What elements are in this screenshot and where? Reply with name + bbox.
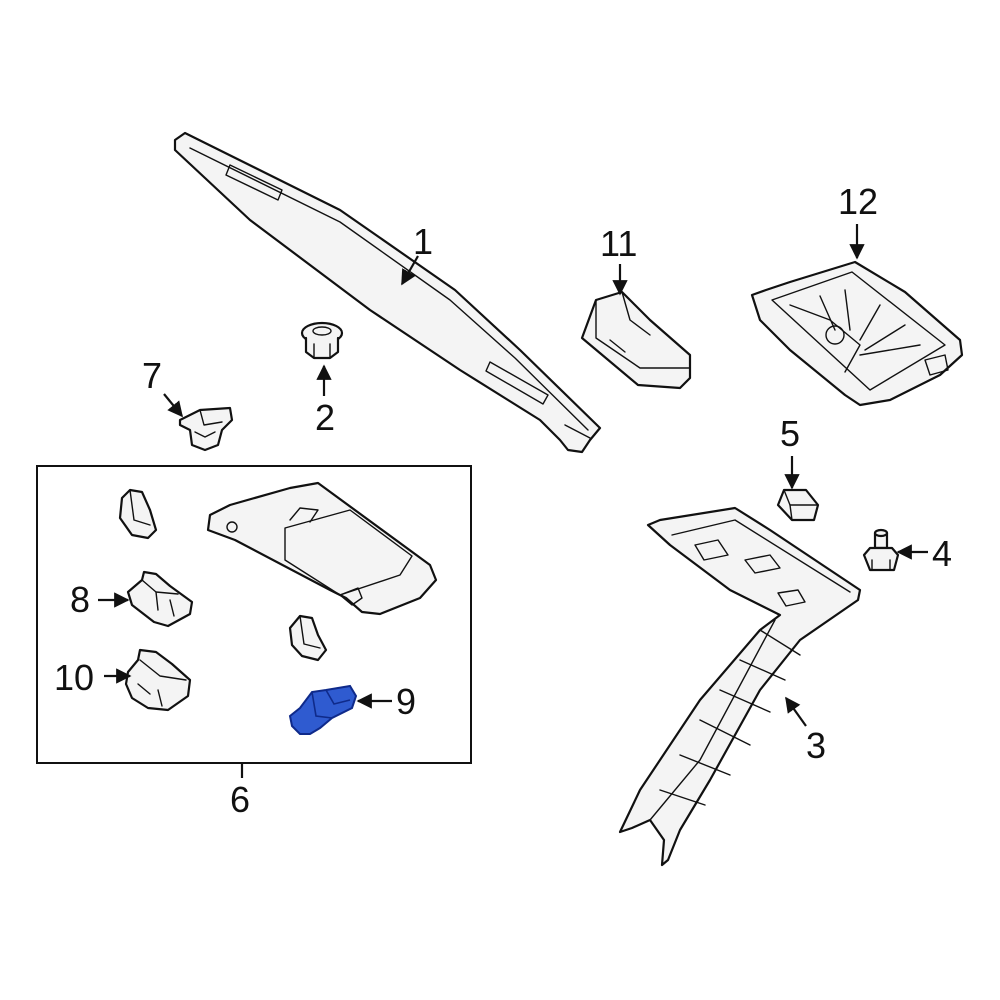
part-5-clip xyxy=(776,488,820,522)
callout-4: 4 xyxy=(932,533,952,574)
callout-7: 7 xyxy=(142,355,162,396)
callout-8: 8 xyxy=(70,579,90,620)
visor-clip-top xyxy=(118,488,158,540)
callout-11: 11 xyxy=(600,223,637,264)
leader-7 xyxy=(163,393,183,418)
part-6-sun-visor xyxy=(206,481,438,616)
callout-2: 2 xyxy=(315,397,335,438)
part-3-pillar-trim xyxy=(618,506,862,867)
part-2-nut xyxy=(300,321,344,360)
callout-5: 5 xyxy=(780,413,800,454)
leader-3 xyxy=(785,696,807,727)
visor-clip-mid xyxy=(288,614,328,662)
part-12-housing xyxy=(750,260,964,407)
callout-10: 10 xyxy=(54,657,94,698)
part-7-clip xyxy=(178,406,234,452)
part-6-group-box xyxy=(36,465,472,764)
part-9-highlighted xyxy=(288,684,358,735)
callout-1: 1 xyxy=(413,221,433,262)
callout-6: 6 xyxy=(230,779,250,820)
callout-labels: 1 2 3 4 5 6 7 8 9 10 11 12 xyxy=(54,181,952,820)
callout-3: 3 xyxy=(806,725,826,766)
part-8-holder xyxy=(126,570,194,628)
callout-12: 12 xyxy=(838,181,878,222)
leader-1 xyxy=(401,255,419,286)
leader-lines xyxy=(98,224,928,778)
part-4-bolt xyxy=(862,528,900,572)
part-11-lamp xyxy=(580,290,692,390)
callout-9: 9 xyxy=(396,681,416,722)
part-10-holder xyxy=(124,648,192,712)
part-1-roof-molding xyxy=(173,131,602,454)
